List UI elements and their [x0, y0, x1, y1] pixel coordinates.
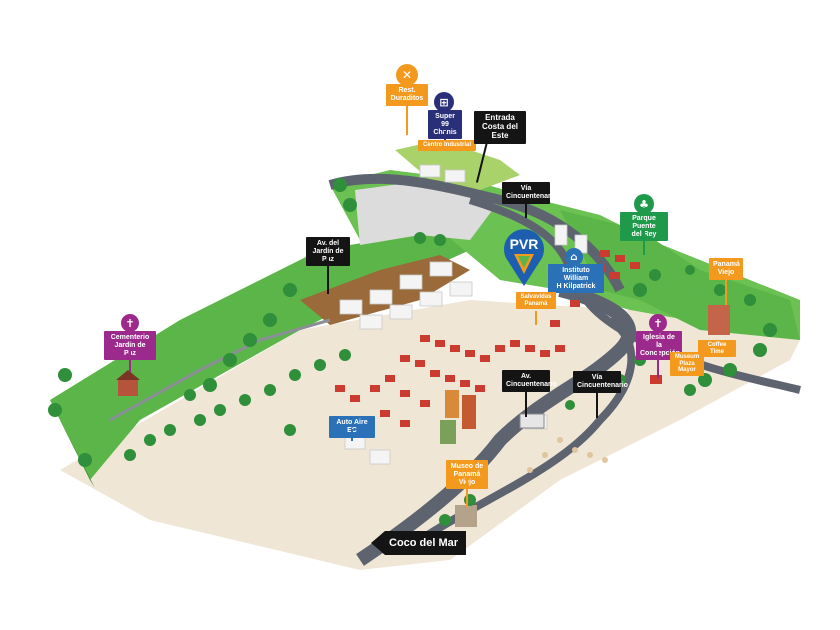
road-trees-right: [527, 437, 608, 473]
label-coco-del-mar[interactable]: Coco del Mar: [371, 531, 467, 555]
towers: [440, 305, 730, 527]
trees: [48, 178, 777, 526]
label-via-cincuentenario-top[interactable]: Vía Cincuentenario: [502, 182, 557, 204]
billboard: [519, 413, 545, 429]
cemetery-chapel: [118, 380, 138, 396]
label-rest-duraditos[interactable]: Rest. Duraditos: [386, 84, 428, 106]
pvr-logo-triangle-inner: [518, 256, 530, 268]
tree-icon[interactable]: ♣: [634, 194, 654, 214]
restaurant-icon[interactable]: ✕: [396, 64, 418, 86]
grass-right: [560, 210, 800, 340]
pin-stem-via-right: [596, 390, 598, 418]
label-entrada-costa-del-este[interactable]: Entrada Costa del Este: [474, 111, 526, 144]
label-instituto[interactable]: Instituto William H Kilpatrick: [548, 264, 604, 294]
label-salvavidas[interactable]: Salvavidas Panamá: [516, 292, 556, 310]
pvr-logo-text: PVR: [509, 236, 539, 252]
pin-stem-museo: [466, 479, 468, 507]
pin-stem-cementerio: [129, 350, 131, 372]
cart-icon[interactable]: ⊞: [434, 92, 454, 112]
label-coffee-time[interactable]: Coffee Time: [698, 340, 736, 358]
cross-icon-iglesia[interactable]: ✝: [649, 314, 667, 332]
label-centro-industrial[interactable]: Centro Industrial: [418, 140, 476, 151]
road-main-curve: [356, 283, 636, 566]
grass-industrial: [395, 140, 520, 190]
arrow-left-icon: [371, 531, 385, 555]
graduation-cap-icon[interactable]: ⌂: [565, 248, 583, 266]
pin-stem-av-jardin: [327, 256, 329, 294]
pin-stem-parque: [643, 231, 645, 255]
label-coco-del-mar-text: Coco del Mar: [385, 531, 467, 555]
label-museum-plaza[interactable]: Museum Plaza Mayor: [670, 352, 704, 377]
pin-stem-iglesia: [657, 350, 659, 378]
residential-cluster: [335, 250, 662, 427]
pin-stem-via-top: [525, 200, 527, 218]
pin-stem-auto-aire: [351, 429, 353, 441]
cross-icon-cementerio[interactable]: ✝: [121, 314, 139, 332]
pin-stem-super99: [444, 131, 446, 145]
label-av-cincuentenario[interactable]: Av. Cincuentenario: [502, 370, 557, 392]
label-panama-viejo[interactable]: Panamá Viejo: [709, 258, 743, 280]
pvr-pin[interactable]: [500, 228, 548, 288]
road-cincuentenario: [468, 196, 801, 394]
cemetery-roof: [116, 370, 140, 380]
label-iglesia[interactable]: Iglesia de la Concepción: [636, 331, 682, 361]
ground-sand: [60, 300, 800, 570]
pin-stem-salvavidas: [535, 311, 537, 325]
label-via-cincuentenario-right[interactable]: Vía Cincuentenario: [573, 371, 628, 393]
pin-stem-panama-viejo: [725, 277, 727, 305]
pin-stem-av-cincuentenario: [525, 389, 527, 417]
white-buildings: [339, 164, 588, 465]
pin-stem-rest: [406, 105, 408, 135]
road-top: [328, 173, 625, 293]
